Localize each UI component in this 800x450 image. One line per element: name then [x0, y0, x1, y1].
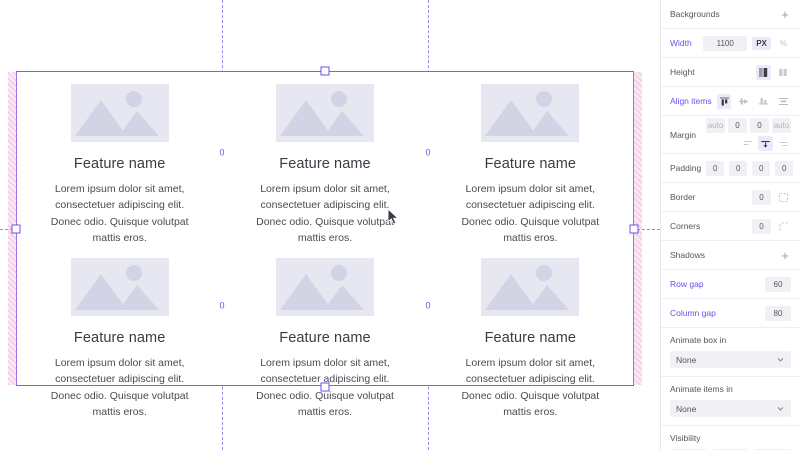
- panel-row-align-items[interactable]: Align items: [661, 87, 800, 116]
- animate-box-in-value: None: [676, 354, 697, 365]
- chevron-down-icon: [777, 358, 784, 362]
- height-fixed-icon[interactable]: [776, 65, 791, 80]
- feature-card-title: Feature name: [73, 156, 166, 172]
- resize-handle-top[interactable]: [320, 66, 330, 76]
- margin-label: Margin: [670, 129, 696, 140]
- plus-icon[interactable]: +: [781, 6, 789, 22]
- animate-box-in-select[interactable]: None: [670, 351, 791, 368]
- image-placeholder-icon: [481, 84, 580, 142]
- height-fill-icon[interactable]: [756, 64, 771, 80]
- panel-block-animate-box-in[interactable]: Animate box in None: [661, 328, 800, 377]
- panel-row-column-gap[interactable]: Column gap 80: [661, 299, 800, 328]
- panel-row-corners[interactable]: Corners 0: [661, 212, 800, 241]
- panel-row-width[interactable]: Width 1100 PX %: [661, 29, 800, 58]
- width-unit-px[interactable]: PX: [752, 36, 771, 50]
- image-placeholder-icon: [481, 258, 580, 317]
- feature-card-title: Feature name: [279, 156, 371, 172]
- feature-card[interactable]: Feature name Lorem ipsum dolor sit amet,…: [222, 246, 427, 420]
- panel-block-animate-items-in[interactable]: Animate items in None: [661, 377, 800, 426]
- feature-card-title: Feature name: [484, 156, 577, 172]
- resize-handle-bottom[interactable]: [320, 382, 330, 392]
- shadows-label: Shadows: [670, 250, 705, 260]
- padding-right-input[interactable]: 0: [729, 160, 748, 176]
- resize-handle-left[interactable]: [11, 224, 21, 234]
- feature-card-body: Lorem ipsum dolor sit amet, consectetuer…: [50, 357, 189, 418]
- border-width-input[interactable]: 0: [752, 189, 771, 205]
- align-stretch-icon[interactable]: [776, 94, 791, 109]
- panel-block-visibility[interactable]: Visibility: [661, 426, 800, 450]
- panel-row-row-gap[interactable]: Row gap 60: [661, 270, 800, 299]
- feature-card-body: Lorem ipsum dolor sit amet, consectetuer…: [256, 183, 394, 244]
- panel-row-border[interactable]: Border 0: [661, 183, 800, 212]
- feature-card-body: Lorem ipsum dolor sit amet, consectetuer…: [50, 183, 189, 244]
- image-placeholder-icon: [70, 84, 169, 142]
- feature-card-title: Feature name: [484, 330, 577, 347]
- feature-card-body: Lorem ipsum dolor sit amet, consectetuer…: [461, 357, 600, 418]
- padding-label: Padding: [670, 163, 702, 173]
- column-gap-label: Column gap: [670, 308, 716, 318]
- animate-items-in-value: None: [676, 403, 697, 414]
- animate-items-in-label: Animate items in: [670, 384, 733, 394]
- align-baseline-icon[interactable]: [756, 94, 771, 109]
- image-placeholder-icon: [275, 258, 374, 317]
- design-canvas[interactable]: Feature name Lorem ipsum dolor sit amet,…: [0, 0, 660, 450]
- feature-card[interactable]: Feature name Lorem ipsum dolor sit amet,…: [428, 246, 633, 420]
- resize-handle-right[interactable]: [629, 224, 639, 234]
- feature-card-body: Lorem ipsum dolor sit amet, consectetuer…: [256, 357, 394, 418]
- width-input[interactable]: 1100: [703, 35, 748, 51]
- align-items-label: Align items: [670, 96, 712, 106]
- margin-top-icon[interactable]: [740, 136, 755, 151]
- margin-vertical-align-group[interactable]: [740, 136, 791, 151]
- feature-card[interactable]: Feature name Lorem ipsum dolor sit amet,…: [17, 72, 222, 246]
- properties-panel[interactable]: Backgrounds + Width 1100 PX % Height Ali…: [660, 0, 800, 450]
- selected-section-outline[interactable]: Feature name Lorem ipsum dolor sit amet,…: [8, 71, 642, 418]
- panel-row-padding[interactable]: Padding 0 0 0 0: [661, 154, 800, 183]
- image-placeholder-icon: [275, 84, 374, 142]
- row-gap-label: Row gap: [670, 279, 704, 289]
- margin-right-input[interactable]: auto: [772, 118, 791, 133]
- feature-card-title: Feature name: [73, 330, 166, 347]
- width-unit-percent[interactable]: %: [779, 38, 787, 48]
- feature-card[interactable]: Feature name Lorem ipsum dolor sit amet,…: [428, 72, 633, 246]
- feature-card-grid: Feature name Lorem ipsum dolor sit amet,…: [17, 72, 633, 418]
- margin-top-input[interactable]: 0: [728, 118, 747, 133]
- align-top-icon[interactable]: [716, 93, 732, 109]
- animate-box-in-label: Animate box in: [670, 335, 727, 345]
- height-label: Height: [670, 67, 695, 77]
- feature-card[interactable]: Feature name Lorem ipsum dolor sit amet,…: [222, 72, 427, 246]
- border-label: Border: [670, 192, 696, 202]
- margin-center-icon[interactable]: [758, 136, 773, 151]
- feature-card-title: Feature name: [279, 330, 371, 347]
- feature-card-body: Lorem ipsum dolor sit amet, consectetuer…: [461, 183, 600, 244]
- margin-bottom-input[interactable]: 0: [750, 118, 769, 133]
- panel-row-height[interactable]: Height: [661, 58, 800, 87]
- margin-left-input[interactable]: auto: [706, 118, 725, 133]
- align-middle-icon[interactable]: [736, 94, 751, 109]
- margin-inputs[interactable]: auto 0 0 auto: [706, 118, 791, 133]
- width-label: Width: [670, 38, 692, 48]
- margin-bottom-icon[interactable]: [776, 136, 791, 151]
- corners-label: Corners: [670, 221, 701, 231]
- panel-row-shadows[interactable]: Shadows +: [661, 241, 800, 270]
- padding-bottom-input[interactable]: 0: [752, 160, 771, 176]
- column-gap-input[interactable]: 80: [765, 305, 791, 321]
- visibility-label: Visibility: [670, 433, 701, 443]
- row-gap-input[interactable]: 60: [765, 276, 791, 292]
- feature-card[interactable]: Feature name Lorem ipsum dolor sit amet,…: [17, 246, 222, 420]
- backgrounds-label: Backgrounds: [670, 9, 720, 19]
- corner-radius-icon[interactable]: [776, 219, 791, 234]
- panel-row-margin[interactable]: Margin auto 0 0 auto: [661, 116, 800, 154]
- plus-icon[interactable]: +: [781, 247, 789, 263]
- padding-top-input[interactable]: 0: [706, 160, 725, 176]
- border-sides-icon[interactable]: [776, 190, 791, 205]
- panel-row-backgrounds[interactable]: Backgrounds +: [661, 0, 800, 29]
- chevron-down-icon: [777, 407, 784, 411]
- animate-items-in-select[interactable]: None: [670, 400, 791, 417]
- padding-left-input[interactable]: 0: [775, 160, 794, 176]
- image-placeholder-icon: [70, 258, 169, 317]
- corner-radius-input[interactable]: 0: [752, 218, 771, 234]
